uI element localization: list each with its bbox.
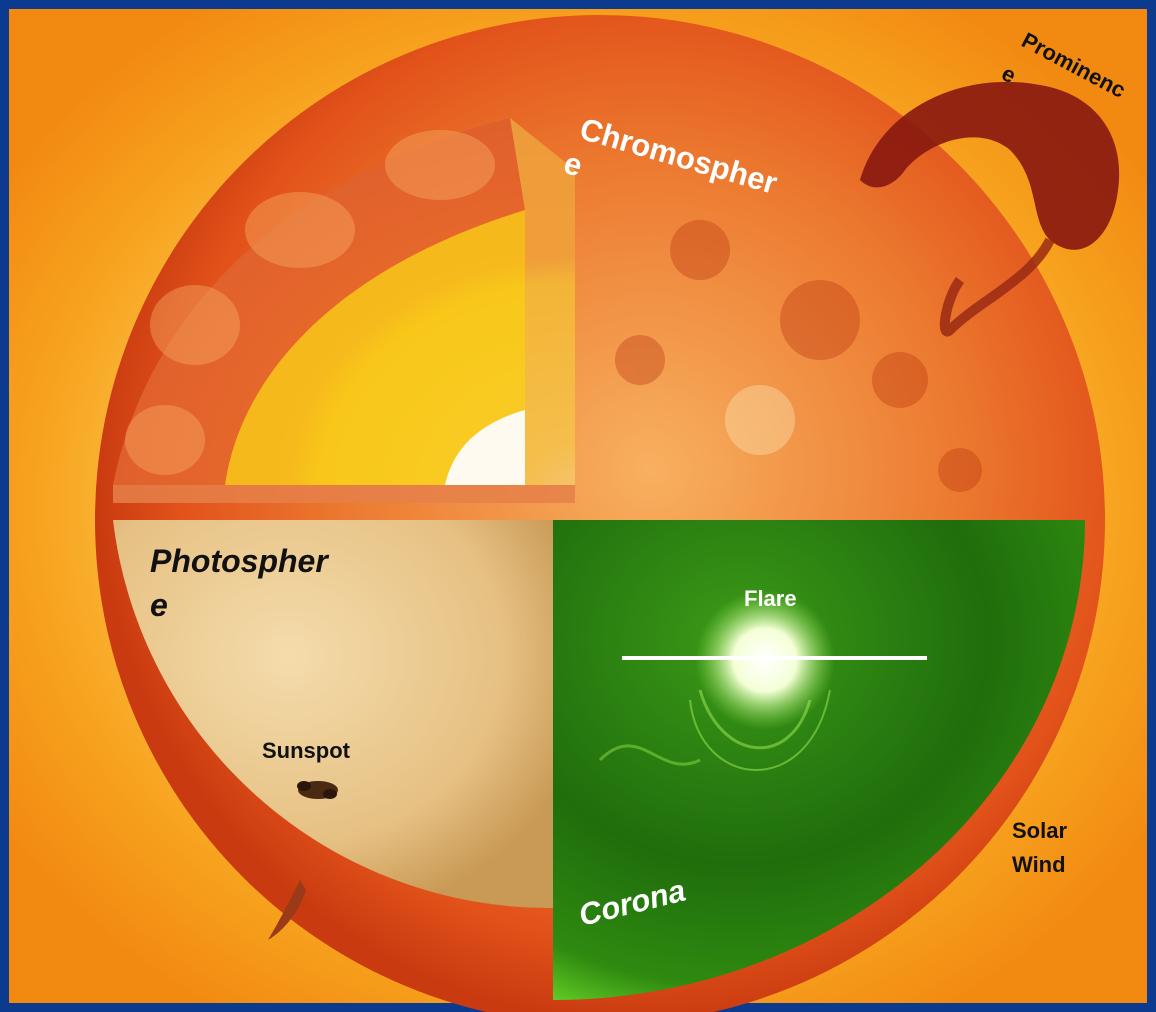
photosphere-label-line2: e (150, 587, 168, 623)
flare-label: Flare (744, 586, 797, 611)
photosphere-label-line1: Photospher (150, 543, 329, 579)
corona-label: Corona (575, 873, 689, 933)
prominence-label-line2: e (998, 60, 1021, 88)
solar-wind-label-line2: Wind (1012, 852, 1066, 877)
prominence-label-line1: Prominenc (1018, 27, 1130, 102)
chromosphere-label-line1: Chromospher (576, 111, 781, 201)
sunspot-label: Sunspot (262, 738, 351, 763)
solar-wind-label-line1: Solar (1012, 818, 1067, 843)
chromosphere-label-line2: e (560, 145, 586, 183)
